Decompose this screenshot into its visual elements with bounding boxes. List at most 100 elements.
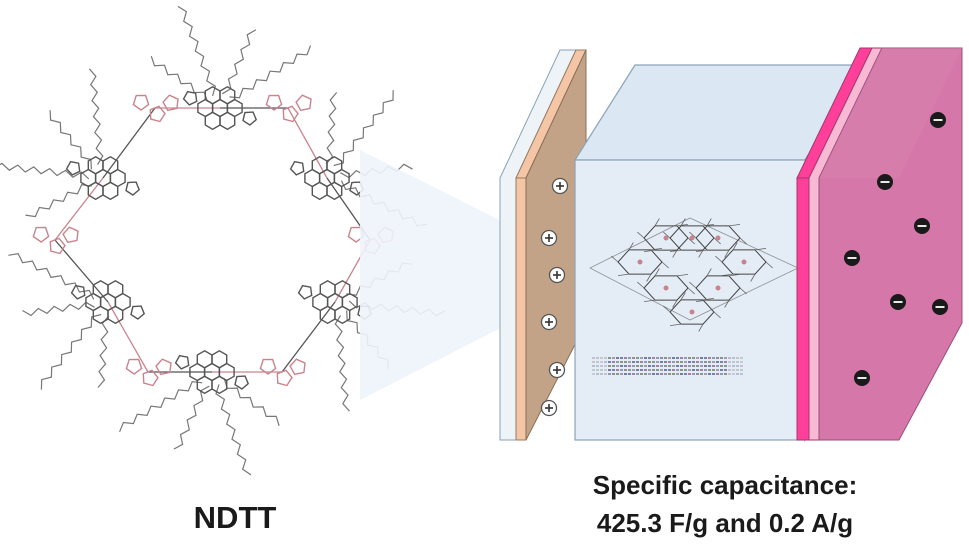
spectrum-dot xyxy=(628,373,631,375)
alkyl-chain xyxy=(221,29,257,95)
spectrum-dot xyxy=(704,369,707,371)
framework-chain xyxy=(680,292,686,301)
spectrum-dot xyxy=(676,357,679,359)
core-hexagon xyxy=(196,375,213,395)
spectrum-dot xyxy=(644,357,647,359)
framework-chain xyxy=(698,249,704,258)
alkyl-chain xyxy=(119,381,203,433)
capacitance-caption-line2: 425.3 F/g and 0.2 A/g xyxy=(596,508,854,538)
framework-chain xyxy=(706,218,712,227)
spectrum-dot xyxy=(696,365,699,367)
spectrum-dot xyxy=(592,369,595,371)
framework-chain xyxy=(687,237,695,245)
spectrum-dot xyxy=(628,365,631,367)
spectrum-dot xyxy=(656,365,659,367)
spectrum-dot xyxy=(640,357,643,359)
spectrum-dot xyxy=(728,373,731,375)
spectrum-dot xyxy=(608,365,611,367)
spectrum-dot xyxy=(640,365,643,367)
core-thiophene xyxy=(174,354,190,370)
framework-chain xyxy=(765,261,773,269)
spectrum-dot xyxy=(648,373,651,375)
spectrum-dot xyxy=(672,357,675,359)
framework-chain xyxy=(637,231,645,239)
spectrum-dot xyxy=(624,373,627,375)
spectrum-dot xyxy=(608,357,611,359)
spectrum-dot xyxy=(636,357,639,359)
thiophene-ring xyxy=(62,226,79,244)
alkyl-chain xyxy=(334,315,350,412)
spectrum-dot xyxy=(664,373,667,375)
spectrum-dot xyxy=(740,365,743,367)
spectrum-dot xyxy=(736,373,739,375)
alkyl-side-chains xyxy=(0,5,446,476)
spectrum-dot xyxy=(660,365,663,367)
framework-chain xyxy=(702,224,715,227)
framework-chain xyxy=(728,224,741,227)
spectrum-dot xyxy=(704,373,707,375)
spectrum-dot xyxy=(632,361,635,363)
framework-chain xyxy=(750,273,756,282)
core-hexagon xyxy=(102,155,119,175)
spectrum-dot xyxy=(672,373,675,375)
positive-electrode-side xyxy=(515,177,527,441)
spectrum-dot xyxy=(612,357,615,359)
thiophene-ring xyxy=(132,94,150,111)
spectrum-dot xyxy=(720,365,723,367)
spectrum-dot xyxy=(688,373,691,375)
core-hexagon xyxy=(211,375,228,395)
core-hexagon xyxy=(87,181,104,201)
molecule-name-label: NDTT xyxy=(193,500,277,535)
spectrum-dot xyxy=(724,369,727,371)
core-hexagon xyxy=(107,279,124,299)
spectrum-dot xyxy=(728,361,731,363)
spectrum-dot xyxy=(592,365,595,367)
spectrum-dot xyxy=(732,365,735,367)
spectrum-dot xyxy=(688,365,691,367)
spectrum-dot xyxy=(676,369,679,371)
spectrum-dot xyxy=(676,365,679,367)
spectrum-dot xyxy=(616,365,619,367)
spectrum-dot xyxy=(660,373,663,375)
spectrum-dot xyxy=(652,361,655,363)
spectrum-dot xyxy=(668,369,671,371)
spectrum-dot xyxy=(692,373,695,375)
spectrum-dot xyxy=(668,365,671,367)
alkyl-chain xyxy=(25,184,92,218)
spectrum-dot xyxy=(612,369,615,371)
thiophene-ring xyxy=(282,105,299,123)
framework-node xyxy=(689,235,695,241)
core-hexagon xyxy=(311,181,328,201)
framework-chain xyxy=(672,249,678,258)
spectrum-dot xyxy=(724,361,727,363)
spectrum-dot xyxy=(716,361,719,363)
spectrum-dot xyxy=(660,357,663,359)
spectrum-dot xyxy=(620,373,623,375)
spectrum-dot xyxy=(652,357,655,359)
spectrum-dot xyxy=(608,373,611,375)
backbone-bond xyxy=(54,177,104,241)
spectrum-dot xyxy=(732,357,735,359)
spectrum-dot xyxy=(612,361,615,363)
spectrum-dot xyxy=(616,373,619,375)
spectrum-dot xyxy=(636,365,639,367)
spectrum-dot xyxy=(716,357,719,359)
alkyl-chain xyxy=(333,90,394,167)
spectrum-dot xyxy=(664,365,667,367)
thiophene-ring xyxy=(155,358,172,376)
spectrum-dot xyxy=(624,365,627,367)
spectrum-dot xyxy=(704,361,707,363)
alkyl-chain xyxy=(223,378,280,426)
alkyl-chain xyxy=(177,5,216,97)
framework-chain xyxy=(689,231,697,239)
framework-chain xyxy=(689,281,697,289)
framework-chain xyxy=(617,273,630,276)
core-hexagon xyxy=(211,349,228,369)
core-hexagon xyxy=(326,181,343,201)
framework-chain xyxy=(687,287,695,295)
spectrum-dot xyxy=(684,373,687,375)
spectrum-dot xyxy=(736,369,739,371)
spectrum-dot xyxy=(600,361,603,363)
spectrum-dot xyxy=(680,361,683,363)
spectrum-dot xyxy=(624,361,627,363)
